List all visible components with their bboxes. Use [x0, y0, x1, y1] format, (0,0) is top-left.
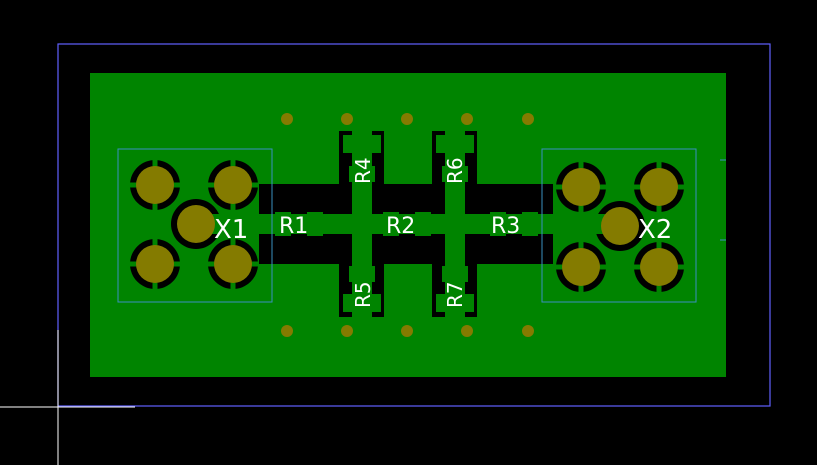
label-r3: R3 [491, 214, 520, 239]
x2-courtyard [541, 148, 697, 303]
label-r5: R5 [351, 281, 375, 308]
label-r2: R2 [386, 214, 415, 239]
x2-pads[interactable] [562, 168, 678, 286]
label-r7: R7 [443, 281, 467, 308]
label-r4: R4 [351, 157, 375, 184]
board-edge-outline [57, 43, 771, 407]
x1-courtyard [117, 148, 273, 303]
label-x2: X2 [638, 215, 672, 245]
label-r1: R1 [279, 214, 308, 239]
stitching-vias[interactable] [281, 113, 534, 337]
label-r6: R6 [443, 157, 467, 184]
smd-pads [275, 136, 538, 312]
x1-pads[interactable] [136, 166, 252, 283]
label-x1: X1 [214, 215, 248, 245]
